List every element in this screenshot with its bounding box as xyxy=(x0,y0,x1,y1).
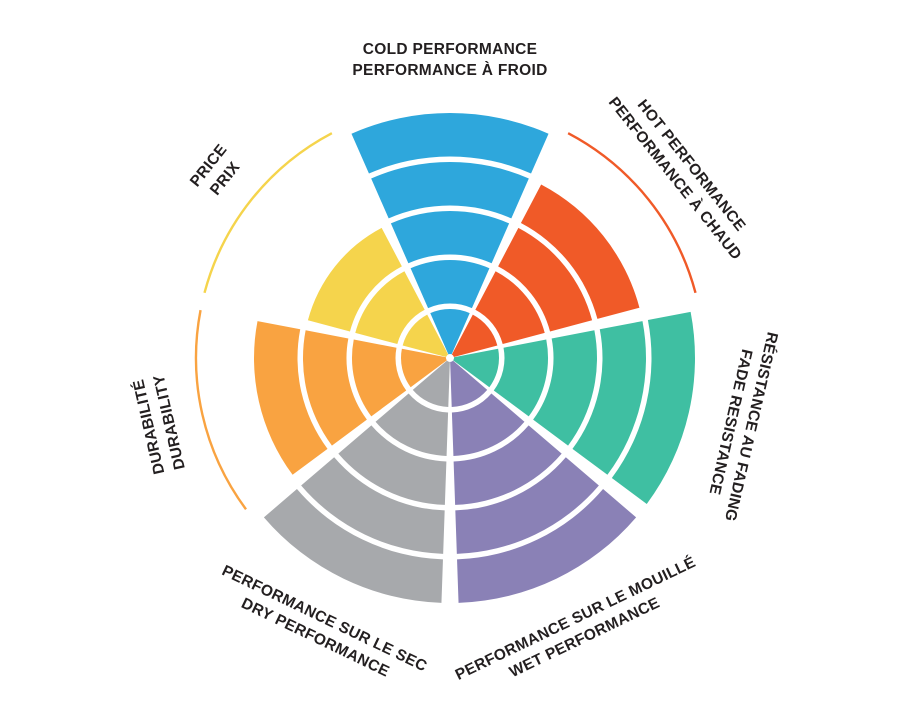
sector-label-fade-resistance: RÉSISTANCE AU FADINGFADE RESISTANCE xyxy=(700,326,780,523)
sector-wet-performance-ring-2 xyxy=(451,393,525,456)
sector-cold-performance-ring-4 xyxy=(371,161,529,219)
sector-price-ring-1 xyxy=(402,314,449,357)
sector-durability: DURABILITÉDURABILITY xyxy=(130,309,447,511)
sector-wet-performance-ring-4 xyxy=(455,457,599,554)
sector-dry-performance-ring-1 xyxy=(412,360,450,407)
sector-fade-resistance-ring-5 xyxy=(611,311,695,504)
sector-hot-performance-ring-2 xyxy=(475,271,545,345)
sector-price-ring-3 xyxy=(307,227,402,332)
sector-wet-performance-ring-1 xyxy=(450,360,488,407)
sector-dry-performance-ring-3 xyxy=(338,425,447,505)
sector-label-price: PRICEPRIX xyxy=(187,141,247,203)
sector-cold-performance-ring-2 xyxy=(410,259,490,309)
sector-durability-ring-2 xyxy=(351,339,407,417)
sector-durability-ring-3 xyxy=(302,330,367,446)
sector-hot-performance-ring-3 xyxy=(498,227,593,332)
full-scale-arc-hot-performance xyxy=(567,132,697,294)
sector-fade-resistance-ring-2 xyxy=(493,339,549,417)
sector-cold-performance-ring-1 xyxy=(430,309,470,355)
full-scale-arc-durability xyxy=(194,309,247,511)
sector-hot-performance-ring-4 xyxy=(520,184,640,319)
sector-dry-performance-ring-2 xyxy=(375,393,449,456)
sector-durability-ring-1 xyxy=(401,348,447,388)
sector-fade-resistance-ring-3 xyxy=(533,330,598,446)
sector-price-ring-2 xyxy=(355,271,425,345)
sector-durability-ring-4 xyxy=(254,321,328,475)
sector-fade-resistance-ring-4 xyxy=(572,321,646,475)
sector-wet-performance-ring-5 xyxy=(457,489,637,603)
sector-dry-performance-ring-4 xyxy=(301,457,445,554)
sector-wet-performance-ring-3 xyxy=(453,425,562,505)
sector-cold-performance-ring-5 xyxy=(351,113,549,174)
full-scale-arc-price xyxy=(203,132,333,294)
sector-dry-performance-ring-5 xyxy=(263,489,443,603)
sector-label-durability: DURABILITÉDURABILITY xyxy=(130,373,189,476)
sector-cold-performance-ring-3 xyxy=(390,210,510,264)
sector-fade-resistance-ring-1 xyxy=(453,348,499,388)
sector-label-hot-performance: HOT PERFORMANCEPERFORMANCE À CHAUD xyxy=(605,81,761,263)
sector-hot-performance-ring-1 xyxy=(451,314,498,357)
